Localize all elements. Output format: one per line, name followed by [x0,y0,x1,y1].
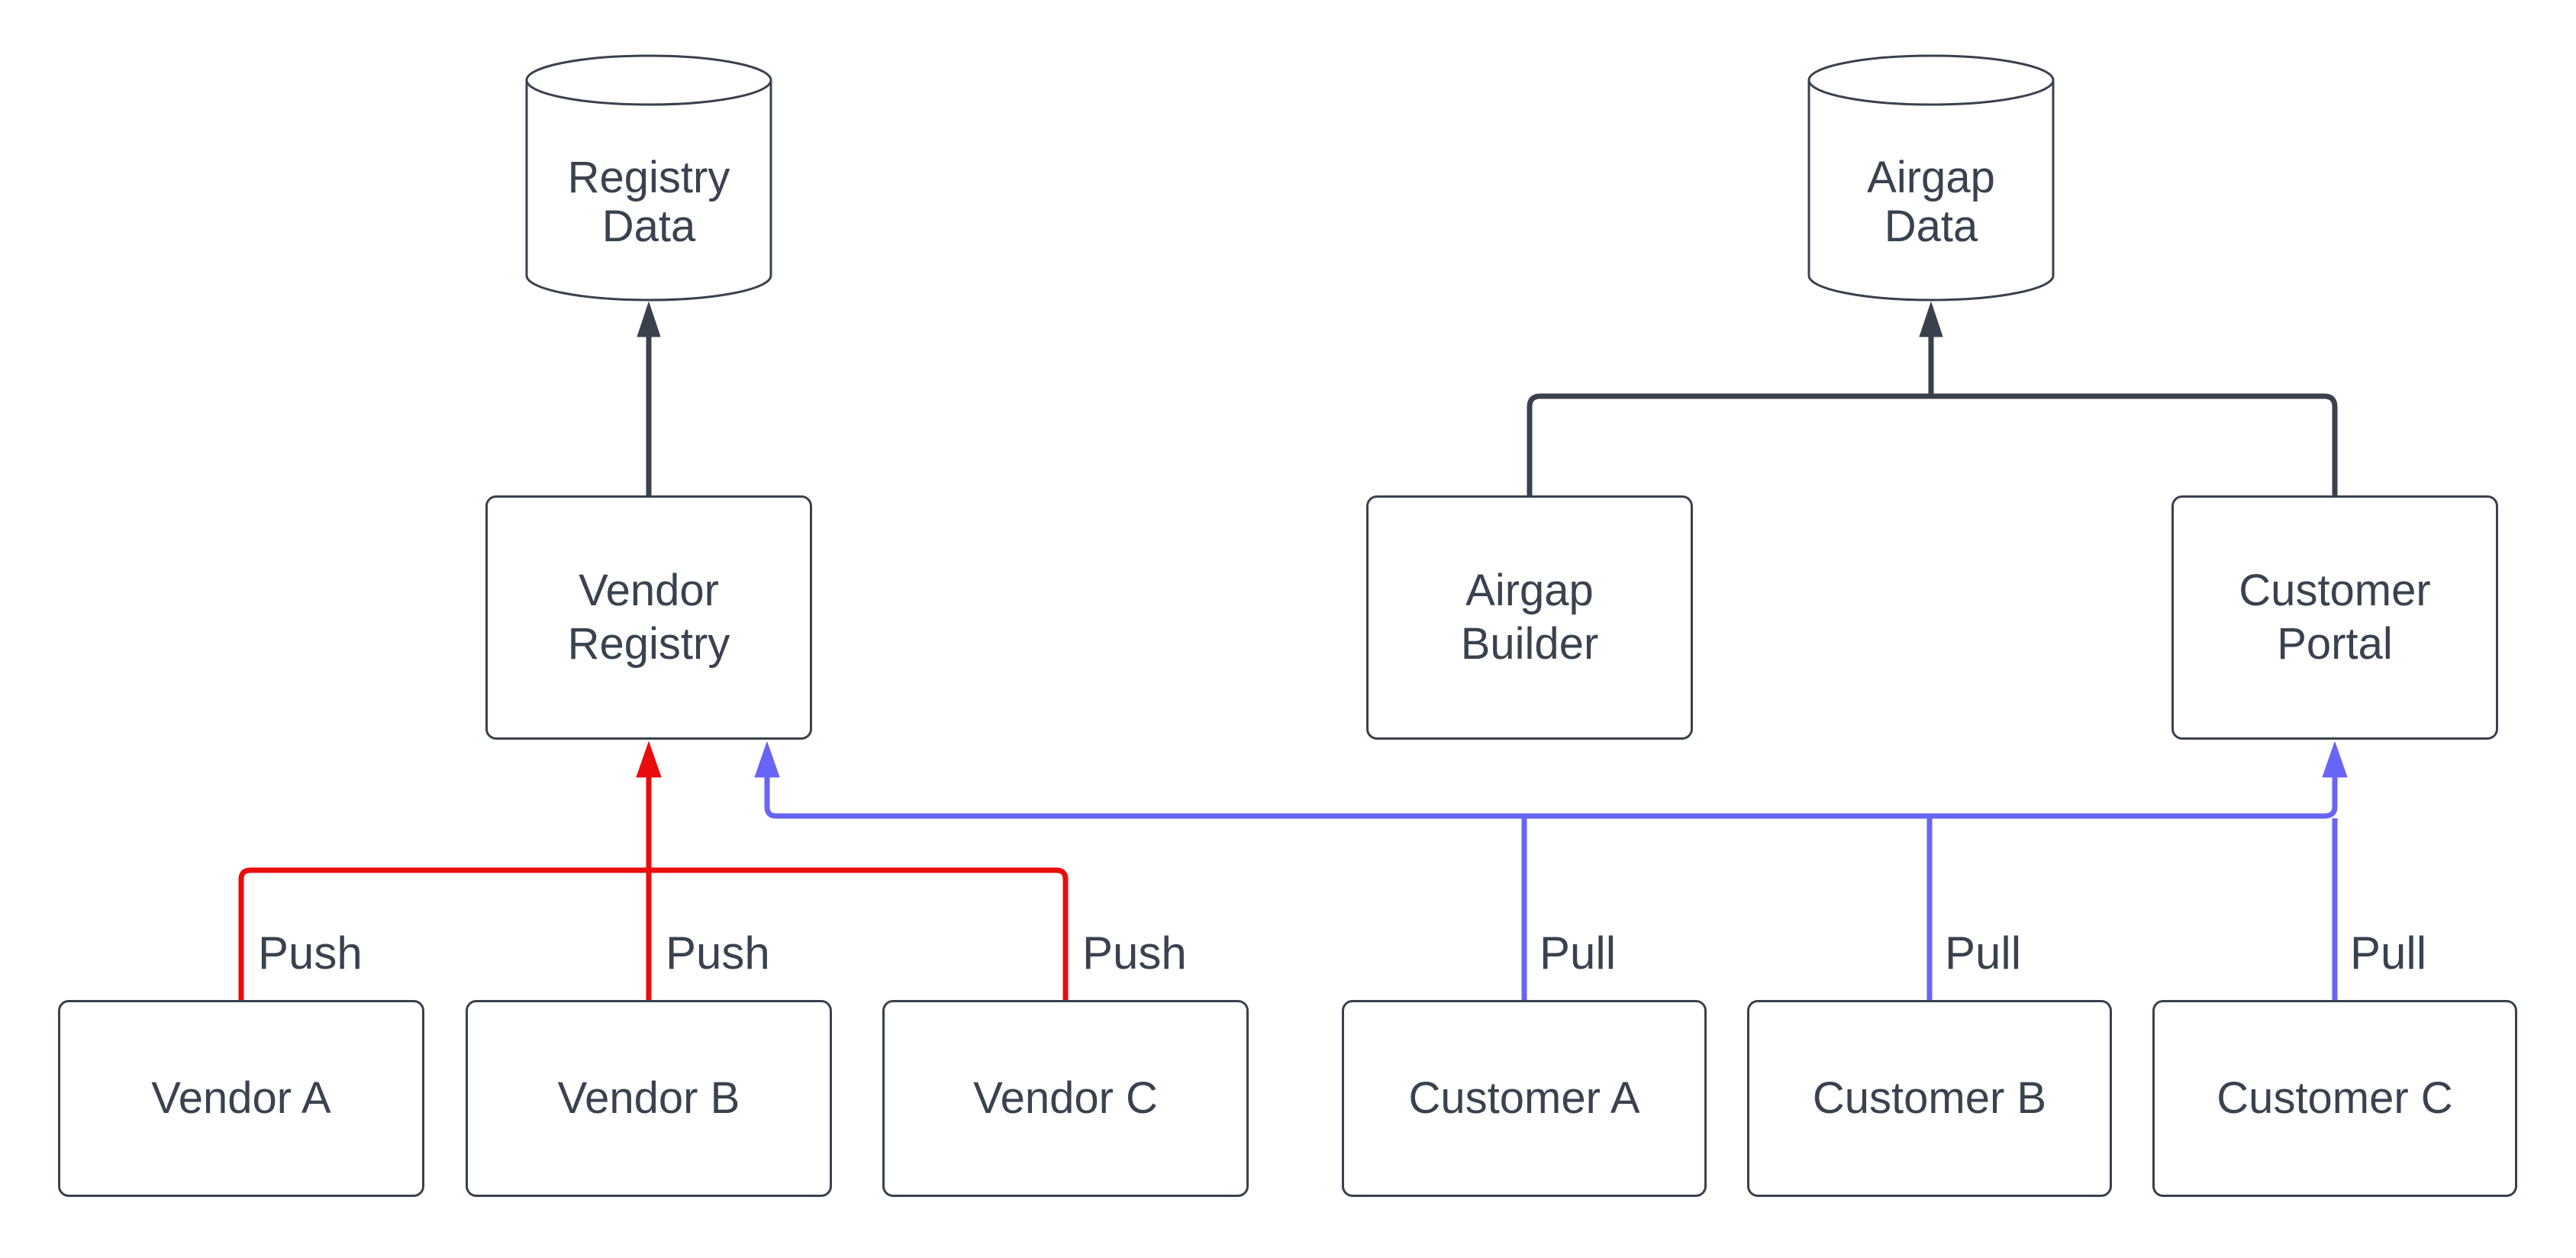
node-customer-portal: Customer Portal [2171,495,2498,740]
edge-label-pull-customer-b: Pull [1945,927,2022,979]
registry-data-label: Registry Data [567,153,730,251]
edge-label-push-vendor-c: Push [1082,927,1187,979]
registry-data-cylinder [525,54,772,302]
edge-customers-pull-bus [754,741,2348,1000]
edge-label-push-vendor-a: Push [258,927,363,979]
edge-builder-portal-to-airgap-data [1527,302,2338,495]
edge-label-pull-customer-c: Pull [2350,927,2427,979]
edge-vendors-push-bus [238,741,1069,1000]
edge-label-push-vendor-b: Push [666,927,770,979]
edge-vendor-registry-to-registry-data [637,302,661,495]
node-vendor-a: Vendor A [58,1000,424,1197]
node-vendor-c: Vendor C [882,1000,1249,1197]
airgap-data-cylinder [1807,54,2055,302]
node-airgap-builder: Airgap Builder [1366,495,1693,740]
node-customer-a: Customer A [1342,1000,1707,1197]
node-vendor-b: Vendor B [466,1000,832,1197]
airgap-data-label: Airgap Data [1867,153,1995,251]
node-customer-c: Customer C [2152,1000,2517,1197]
node-vendor-registry: Vendor Registry [485,495,812,740]
node-customer-b: Customer B [1747,1000,2112,1197]
edge-label-pull-customer-a: Pull [1539,927,1617,979]
